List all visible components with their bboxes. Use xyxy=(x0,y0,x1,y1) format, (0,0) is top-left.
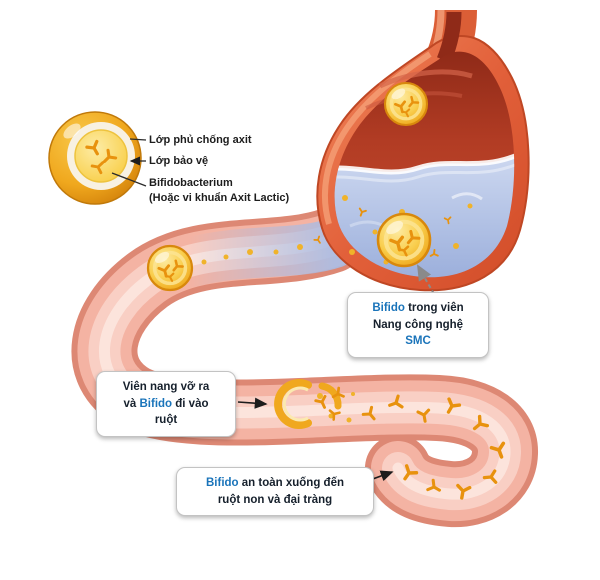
callout-break-line3: ruột xyxy=(154,414,178,427)
stomach xyxy=(316,11,530,292)
callout-text: trong viên xyxy=(404,302,464,314)
callout-break-line1: Viên nang vỡ ra xyxy=(122,381,210,393)
legend-label-coating: Lớp phủ chống axit xyxy=(149,134,252,146)
callout-smc-line2: Nang công nghệ xyxy=(372,318,464,331)
bifido-highlight: Bifido xyxy=(139,397,173,410)
legend-label-protective: Lớp bảo vệ xyxy=(149,155,209,167)
callout-safe-line1: Bifido an toàn xuống đến xyxy=(185,475,365,492)
legend-label-bacterium-sub: (Hoặc vi khuẩn Axit Lactic) xyxy=(149,191,290,204)
callout-smc-line1: Bifido trong viên xyxy=(356,300,480,317)
bifido-highlight: Bifido xyxy=(372,302,405,314)
callout-text: và xyxy=(123,397,140,410)
legend-pointer-lines xyxy=(111,138,147,187)
smc-highlight: SMC xyxy=(405,335,431,348)
callout-text: đi vào xyxy=(172,397,209,410)
capsule-cutaway-diagram xyxy=(48,111,142,205)
dashed-connector-to-capsule xyxy=(417,264,435,295)
callout-text: an toàn xuống đến xyxy=(238,477,344,489)
capsule-icon-in-stomach-top xyxy=(385,83,427,125)
capsule-icon-in-gastric-fluid xyxy=(378,214,430,266)
callout-break-line2: và Bifido đi vào xyxy=(105,396,227,413)
callout-capsule-break: Viên nang vỡ ra và Bifido đi vào ruột xyxy=(96,371,236,438)
broken-capsule xyxy=(274,379,355,429)
callout-safe-arrival: Bifido an toàn xuống đến ruột non và đại… xyxy=(176,467,374,517)
fluid-in-duodenum xyxy=(167,218,359,287)
capsule-icon-in-duodenum xyxy=(148,246,192,290)
capsule-core xyxy=(74,129,128,183)
callout-smc-capsule: Bifido trong viên Nang công nghệ SMC xyxy=(347,292,489,359)
legend-label-bacterium-name: Bifidobacterium xyxy=(149,177,233,189)
intestine xyxy=(71,207,538,528)
legend-label-bacterium: Bifidobacterium (Hoặc vi khuẩn Axit Lact… xyxy=(149,176,289,206)
callout-safe-line2: ruột non và đại tràng xyxy=(217,493,333,506)
arrow-to-broken-capsule xyxy=(237,397,268,409)
bifido-highlight: Bifido xyxy=(206,477,239,489)
